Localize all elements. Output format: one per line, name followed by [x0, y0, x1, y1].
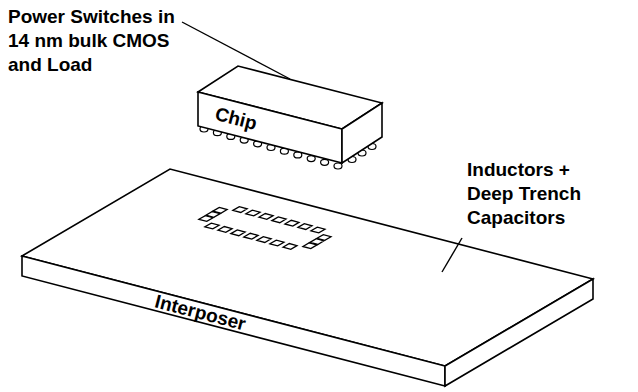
inductor-pad	[218, 227, 232, 233]
solder-bump	[334, 163, 342, 169]
solder-bump	[321, 159, 329, 165]
chip-side	[342, 103, 382, 163]
inductor-pad	[231, 230, 245, 236]
chip-box: Chip	[194, 62, 386, 174]
inductor-pad	[272, 217, 286, 223]
inductor-pad	[298, 224, 312, 230]
inductor-pad	[317, 235, 331, 241]
inductor-pad	[259, 214, 273, 220]
inductor-pad	[213, 207, 227, 213]
inductor-pad	[283, 244, 297, 250]
inductor-pad	[246, 210, 260, 216]
callout-label: Power Switches in 14 nm bulk CMOS and Lo…	[8, 5, 188, 77]
interposer-front	[22, 256, 445, 386]
inductor-pad	[270, 240, 284, 246]
inductor-pad	[205, 223, 219, 229]
inductor-pad	[257, 237, 271, 243]
chip-front	[198, 92, 342, 163]
callout-label: Inductors + Deep Trench Capacitors	[467, 158, 602, 230]
inductor-pad	[233, 207, 247, 213]
leader-line	[442, 238, 462, 272]
inductor-pad	[311, 227, 325, 233]
inductor-pad	[244, 233, 258, 239]
inductor-pad	[285, 220, 299, 226]
interposer-side	[445, 279, 593, 386]
